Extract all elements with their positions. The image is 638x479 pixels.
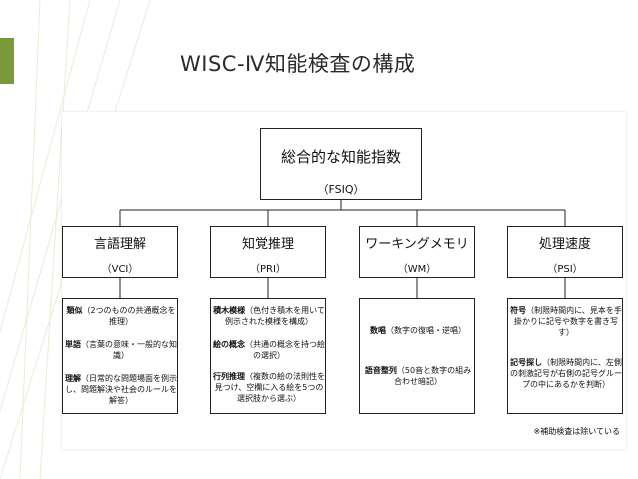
vci-subtests-box: 類似（2つのものの共通概念を推理） 単語（言葉の意味・一般的な知識） 理解（日常…: [62, 298, 178, 414]
psi-box: 処理速度 （PSI）: [507, 226, 623, 278]
subtest-name: 絵の概念: [213, 340, 245, 349]
diagram-panel: 総合的な知能指数 （FSIQ） 言語理解 （VCI） 知覚推理 （PRI） ワー…: [62, 112, 626, 449]
subtest-matrix-reasoning: 行列推理（複数の絵の法則性を見つけ、空欄に入る絵を5つの選択肢から選ぶ）: [213, 371, 325, 404]
subtest-desc: （共通の概念を持つ絵の選択）: [245, 340, 325, 360]
subtest-similarities: 類似（2つのものの共通概念を推理）: [65, 305, 177, 327]
subtest-name: 記号探し: [510, 358, 543, 367]
subtest-name: 積木模様: [213, 306, 246, 315]
fsiq-box: 総合的な知能指数 （FSIQ）: [260, 128, 422, 200]
subtest-desc: （言葉の意味・一般的な知識）: [81, 340, 177, 360]
subtest-name: 符号: [510, 306, 527, 315]
subtest-picture-concepts: 絵の概念（共通の概念を持つ絵の選択）: [213, 339, 325, 361]
accent-bar: [0, 38, 14, 84]
subtest-name: 理解: [65, 374, 81, 383]
subtest-comprehension: 理解（日常的な問題場面を例示し、問題解決や社会のルールを解答）: [65, 373, 177, 406]
subtest-name: 行列推理: [213, 372, 245, 381]
subtest-block-design: 積木模様（色付き積木を用いて例示された模様を構成）: [213, 305, 325, 327]
subtest-vocabulary: 単語（言葉の意味・一般的な知識）: [65, 339, 177, 361]
vci-title: 言語理解: [93, 237, 146, 252]
psi-abbr: （PSI）: [547, 264, 583, 275]
pri-box: 知覚推理 （PRI）: [210, 226, 326, 278]
psi-title: 処理速度: [538, 237, 591, 252]
subtest-desc: （制限時間内に、見本を手掛かりに記号や数字を書き写す）: [514, 306, 622, 337]
subtest-name: 類似: [66, 306, 83, 315]
subtest-desc: （2つのものの共通概念を推理）: [82, 306, 176, 326]
wm-abbr: （WM）: [397, 264, 437, 275]
subtest-desc: （制限時間内に、左側の刺激記号が右側の記号グループの中にあるかを判断）: [510, 358, 622, 389]
subtest-letter-number-sequencing: 語音整列（50音と数字の組み合わせ暗記）: [362, 365, 474, 387]
subtest-name: 数唱: [370, 326, 386, 335]
footnote: ※補助検査は除いている: [533, 427, 620, 436]
subtest-digit-span: 数唱（数字の復唱・逆唱）: [362, 325, 474, 336]
pri-title: 知覚推理: [241, 237, 294, 252]
subtest-desc: （50音と数字の組み合わせ暗記）: [394, 366, 472, 386]
tree-connectors: [119, 200, 566, 298]
subtest-name: 単語: [65, 340, 81, 349]
wm-subtests-box: 数唱（数字の復唱・逆唱） 語音整列（50音と数字の組み合わせ暗記）: [359, 298, 475, 414]
subtest-symbol-search: 記号探し（制限時間内に、左側の刺激記号が右側の記号グループの中にあるかを判断）: [510, 357, 622, 390]
subtest-desc: （日常的な問題場面を例示し、問題解決や社会のルールを解答）: [65, 374, 177, 405]
wm-title: ワーキングメモリ: [365, 237, 469, 252]
psi-subtests-box: 符号（制限時間内に、見本を手掛かりに記号や数字を書き写す） 記号探し（制限時間内…: [507, 298, 623, 414]
wm-box: ワーキングメモリ （WM）: [359, 226, 475, 278]
fsiq-abbr: （FSIQ）: [317, 183, 365, 196]
vci-box: 言語理解 （VCI）: [62, 226, 178, 278]
pri-subtests-box: 積木模様（色付き積木を用いて例示された模様を構成） 絵の概念（共通の概念を持つ絵…: [210, 298, 326, 414]
subtest-desc: （数字の復唱・逆唱）: [386, 326, 466, 335]
pri-abbr: （PRI）: [250, 264, 286, 275]
subtest-desc: （色付き積木を用いて例示された模様を構成）: [225, 306, 325, 326]
subtest-coding: 符号（制限時間内に、見本を手掛かりに記号や数字を書き写す）: [510, 305, 622, 338]
subtest-desc: （複数の絵の法則性を見つけ、空欄に入る絵を5つの選択肢から選ぶ）: [214, 372, 325, 403]
fsiq-title: 総合的な知能指数: [280, 148, 401, 166]
slide-title: WISC-Ⅳ知能検査の構成: [180, 52, 416, 76]
subtest-name: 語音整列: [364, 366, 397, 375]
vci-abbr: （VCI）: [101, 264, 139, 275]
